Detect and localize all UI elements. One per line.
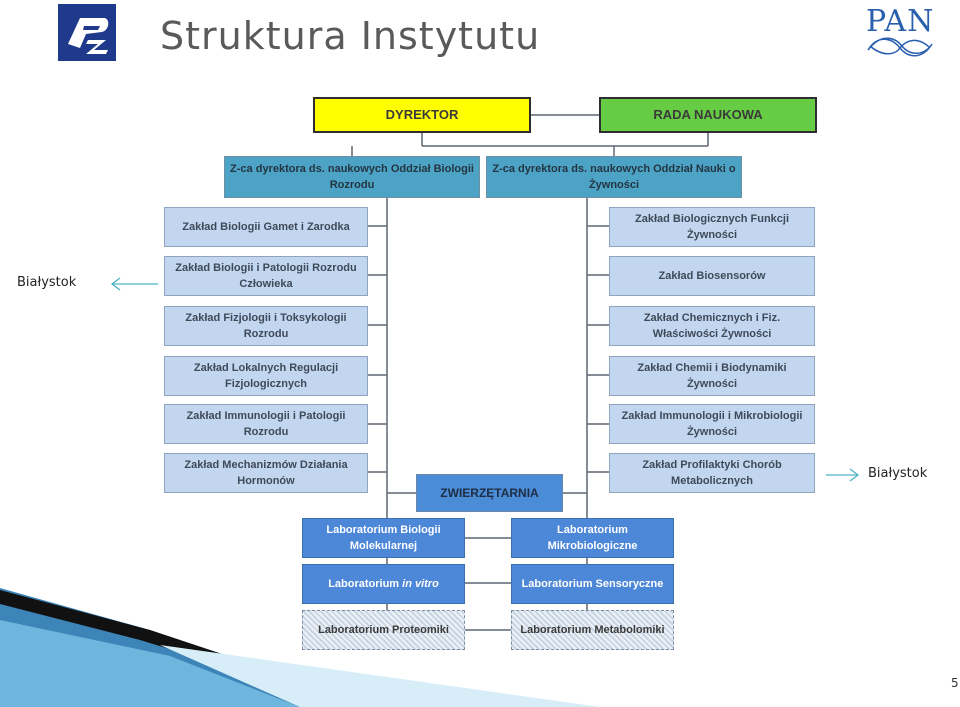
lab-proteomics: Laboratorium Proteomiki	[302, 610, 465, 650]
department-left-4: Zakład Lokalnych Regulacji Fizjologiczny…	[164, 356, 368, 396]
lab-label: Laboratorium	[328, 578, 403, 590]
lab-sensory: Laboratorium Sensoryczne	[511, 564, 674, 604]
page-title: Struktura Instytutu	[160, 14, 541, 58]
department-right-5: Zakład Immunologii i Mikrobiologii Żywno…	[609, 404, 815, 444]
lab-label: Laboratorium Sensoryczne	[521, 578, 664, 590]
department-right-1: Zakład Biologicznych Funkcji Żywności	[609, 207, 815, 247]
director-box: DYREKTOR	[313, 97, 531, 133]
department-left-2: Zakład Biologii i Patologii Rozrodu Czło…	[164, 256, 368, 296]
lab-label: Laboratorium Mikrobiologiczne	[547, 524, 638, 552]
deputy-director-food-box: Z-ca dyrektora ds. naukowych Oddział Nau…	[486, 156, 742, 198]
lab-microbiology: Laboratorium Mikrobiologiczne	[511, 518, 674, 558]
lab-label: Laboratorium Biologii Molekularnej	[326, 524, 441, 552]
institute-logo	[58, 4, 116, 61]
arrow-right-icon	[826, 468, 860, 482]
decorative-swoosh	[0, 588, 600, 707]
department-right-6: Zakład Profilaktyki Chorób Metabolicznyc…	[609, 453, 815, 493]
lab-label-italic: in vitro	[402, 578, 439, 590]
department-right-2: Zakład Biosensorów	[609, 256, 815, 296]
arrow-left-icon	[110, 277, 158, 291]
pan-logo-text: PAN	[866, 4, 935, 39]
department-right-3: Zakład Chemicznych i Fiz. Właściwości Ży…	[609, 306, 815, 346]
lab-label: Laboratorium Proteomiki	[318, 624, 449, 636]
department-left-5: Zakład Immunologii i Patologii Rozrodu	[164, 404, 368, 444]
scientific-council-box: RADA NAUKOWA	[599, 97, 817, 133]
lab-in-vitro: Laboratorium in vitro	[302, 564, 465, 604]
department-right-4: Zakład Chemii i Biodynamiki Żywności	[609, 356, 815, 396]
department-left-3: Zakład Fizjologii i Toksykologii Rozrodu	[164, 306, 368, 346]
lab-metabolomics: Laboratorium Metabolomiki	[511, 610, 674, 650]
deputy-director-reproduction-box: Z-ca dyrektora ds. naukowych Oddział Bio…	[224, 156, 480, 198]
location-label-right: Białystok	[868, 466, 928, 481]
animal-house-box: ZWIERZĘTARNIA	[416, 474, 563, 512]
department-left-6: Zakład Mechanizmów Działania Hormonów	[164, 453, 368, 493]
pan-logo: PAN	[860, 4, 940, 62]
lab-label: Laboratorium Metabolomiki	[520, 624, 665, 636]
location-label-left: Białystok	[17, 275, 77, 290]
page-number: 5	[951, 676, 959, 690]
department-left-1: Zakład Biologii Gamet i Zarodka	[164, 207, 368, 247]
lab-molecular-biology: Laboratorium Biologii Molekularnej	[302, 518, 465, 558]
